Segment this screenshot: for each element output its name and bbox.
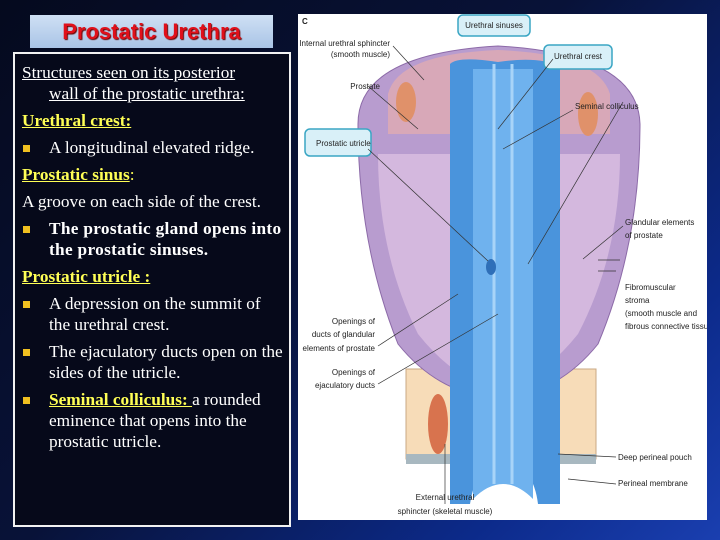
sinus-heading: Prostatic sinus: bbox=[22, 165, 135, 184]
label-urethral-crest: Urethral crest bbox=[554, 52, 603, 61]
list-item: A depression on the summit of the urethr… bbox=[22, 293, 285, 335]
svg-text:(smooth muscle): (smooth muscle) bbox=[331, 50, 390, 59]
svg-text:Internal urethral sphincter: Internal urethral sphincter bbox=[299, 39, 390, 48]
bullet-icon bbox=[23, 226, 30, 233]
label-prostatic-utricle: Prostatic utricle bbox=[316, 139, 371, 148]
svg-text:Prostate: Prostate bbox=[350, 82, 380, 91]
prostatic-urethra-illustration: C Urethral sinuses Urethral crest Intern… bbox=[298, 14, 707, 520]
slide-title: Prostatic Urethra bbox=[62, 18, 241, 44]
bullet-icon bbox=[23, 301, 30, 308]
svg-text:External urethral: External urethral bbox=[416, 493, 475, 502]
list-item: Seminal colliculus: a rounded eminence t… bbox=[22, 389, 285, 452]
bullet-icon bbox=[23, 397, 30, 404]
svg-text:fibrous connective tissue): fibrous connective tissue) bbox=[625, 322, 707, 331]
svg-text:stroma: stroma bbox=[625, 296, 650, 305]
svg-text:Seminal colliculus: Seminal colliculus bbox=[575, 102, 639, 111]
svg-text:ejaculatory ducts: ejaculatory ducts bbox=[315, 381, 375, 390]
list-item: The prostatic gland opens into the prost… bbox=[22, 218, 285, 260]
bullet-icon bbox=[23, 349, 30, 356]
svg-text:sphincter (skeletal muscle): sphincter (skeletal muscle) bbox=[398, 507, 493, 516]
utricle-heading: Prostatic utricle : bbox=[22, 267, 151, 286]
crest-heading: Urethral crest: bbox=[22, 111, 132, 130]
svg-text:Openings of: Openings of bbox=[332, 317, 376, 326]
label-urethral-sinuses: Urethral sinuses bbox=[465, 21, 523, 30]
svg-text:ducts of glandular: ducts of glandular bbox=[312, 330, 375, 339]
slide-title-box: Prostatic Urethra bbox=[30, 15, 273, 48]
svg-text:Deep perineal pouch: Deep perineal pouch bbox=[618, 453, 692, 462]
svg-text:elements of prostate: elements of prostate bbox=[303, 344, 376, 353]
list-item: A longitudinal elevated ridge. bbox=[22, 137, 285, 158]
svg-text:of prostate: of prostate bbox=[625, 231, 663, 240]
svg-text:Glandular elements: Glandular elements bbox=[625, 218, 694, 227]
sinus-text: A groove on each side of the crest. bbox=[22, 192, 261, 211]
colliculus-heading: Seminal colliculus: bbox=[49, 390, 193, 409]
svg-text:Perineal membrane: Perineal membrane bbox=[618, 479, 688, 488]
bullet-icon bbox=[23, 145, 30, 152]
svg-text:(smooth muscle and: (smooth muscle and bbox=[625, 309, 697, 318]
svg-text:Fibromuscular: Fibromuscular bbox=[625, 283, 676, 292]
list-item: The ejaculatory ducts open on the sides … bbox=[22, 341, 285, 383]
svg-text:Openings of: Openings of bbox=[332, 368, 376, 377]
panel-letter: C bbox=[302, 17, 308, 26]
